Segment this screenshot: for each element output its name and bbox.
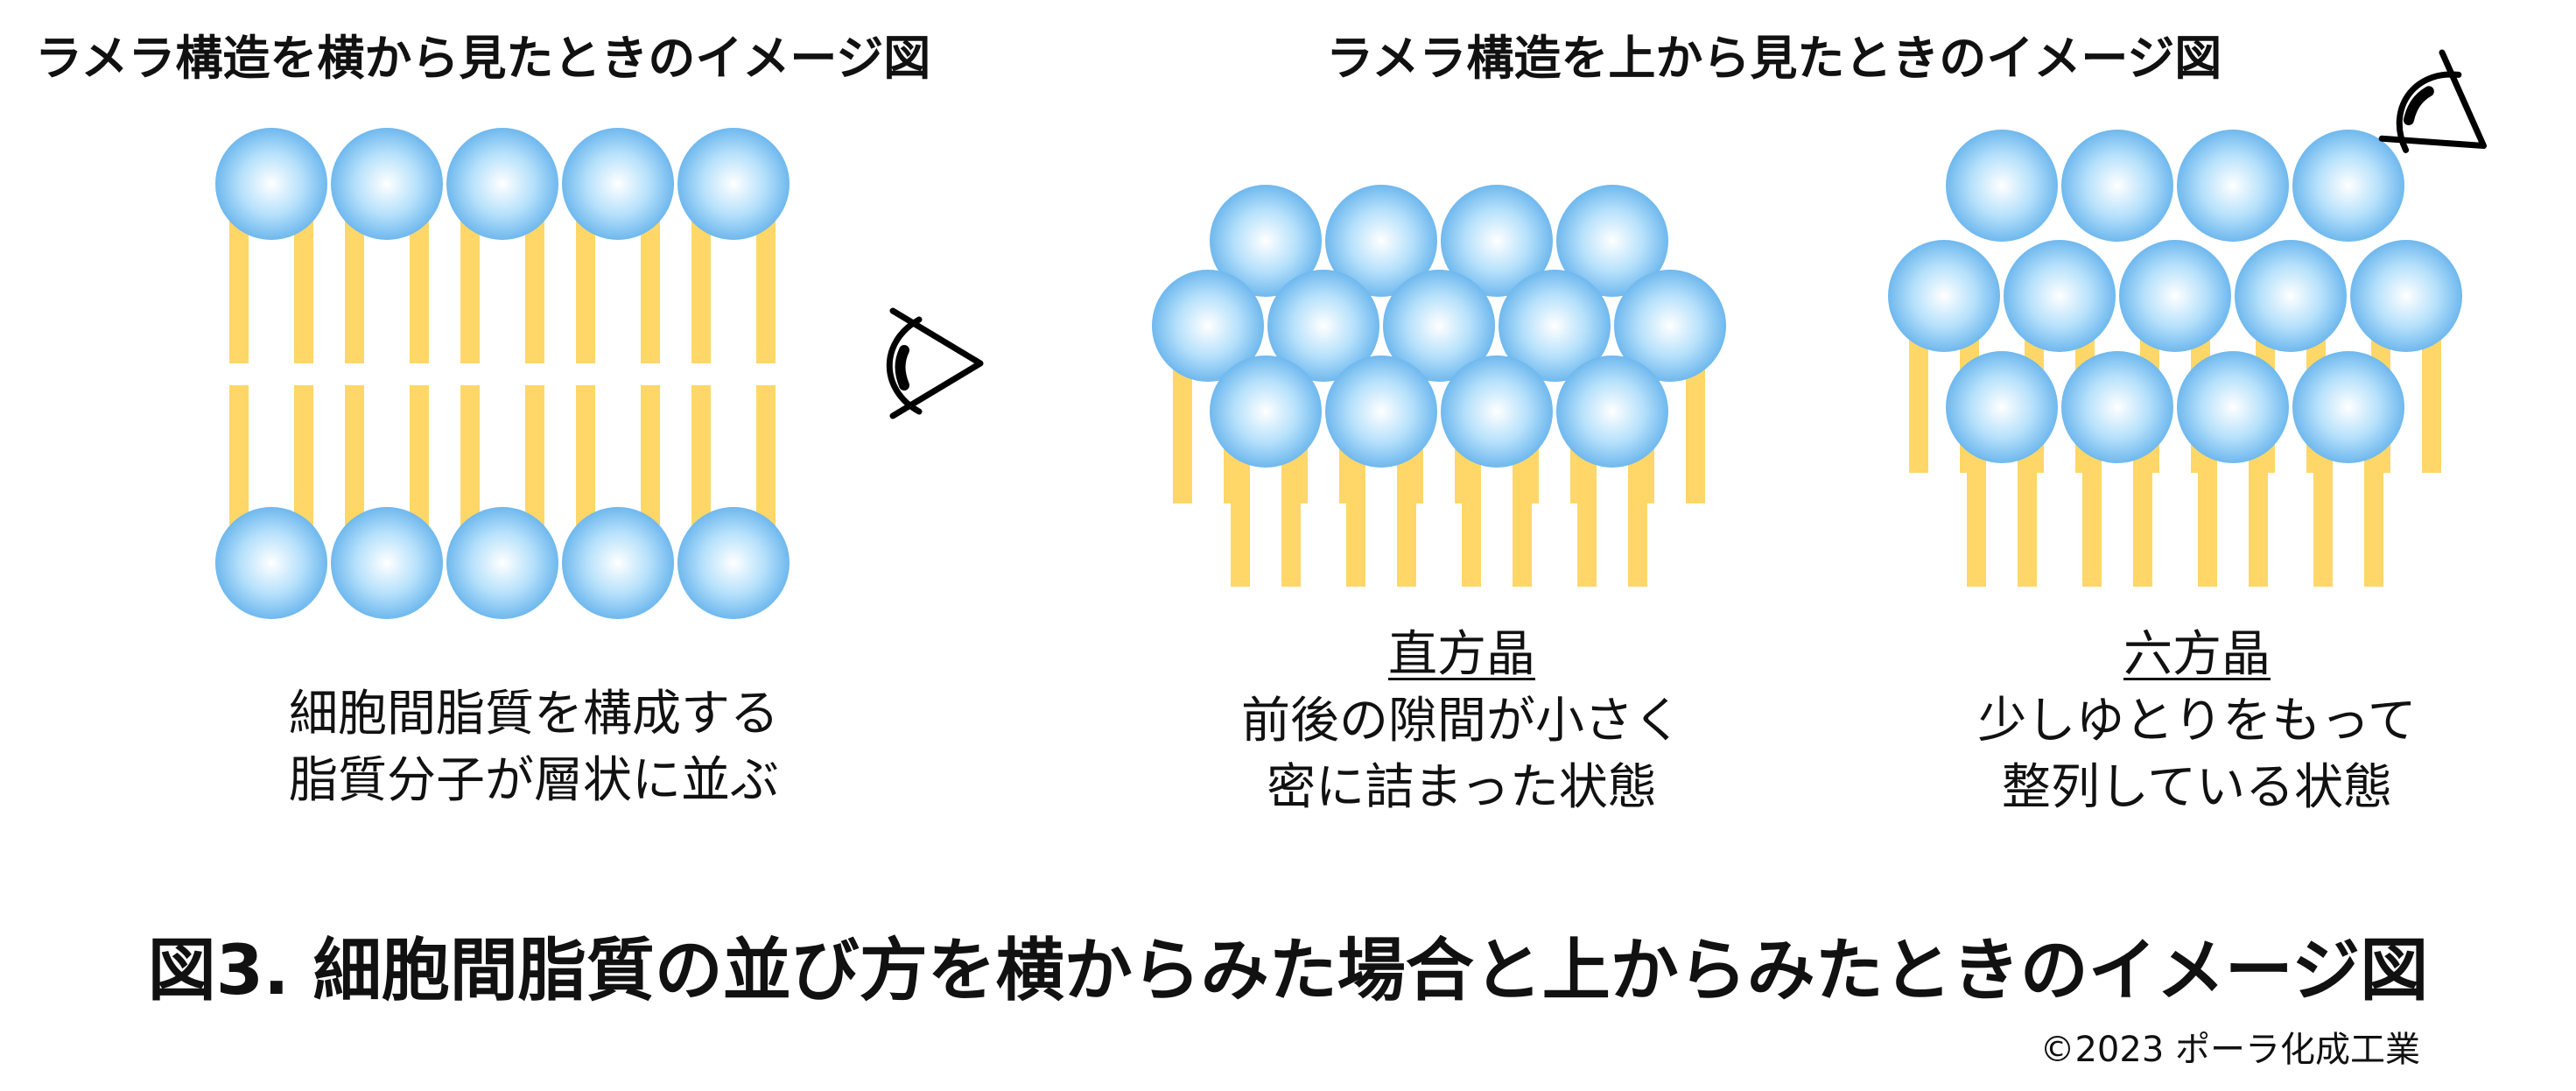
- lipid-tail: [641, 219, 660, 363]
- lipid-head: [2061, 130, 2173, 242]
- lipid-tail: [691, 219, 711, 363]
- side-view-description-line1: 細胞間脂質を構成する: [289, 686, 779, 743]
- lipid-head: [2235, 240, 2347, 352]
- lipid-head: [1210, 185, 1322, 297]
- side-view-lipid-bilayer: [215, 128, 790, 619]
- lipid-head: [1888, 240, 2000, 352]
- lipid-head: [1152, 270, 1264, 382]
- lipid-tail: [1909, 324, 1928, 473]
- lipid-tail: [1686, 359, 1705, 503]
- hexagonal-description: 六方晶 少しゆとりをもって 整列している状態: [1891, 622, 2503, 821]
- lipid-head: [1946, 130, 2058, 242]
- orthorhombic-description: 直方晶 前後の隙間が小さく 密に詰まった状態: [1155, 622, 1768, 821]
- lipid-head: [2177, 130, 2289, 242]
- side-view-description-line2: 脂質分子が層状に並ぶ: [289, 752, 779, 809]
- lipid-tail: [525, 385, 544, 530]
- lipid-head: [1210, 355, 1322, 468]
- lipid-tail: [525, 219, 544, 363]
- lipid-tail: [2082, 438, 2102, 587]
- lipid-tail: [2249, 438, 2268, 587]
- lipid-head: [677, 507, 790, 619]
- lipid-head: [215, 507, 327, 619]
- lipid-tail: [1346, 438, 1365, 587]
- lipid-tail: [2422, 324, 2441, 473]
- lipid-head: [1556, 355, 1668, 468]
- lipid-tail: [641, 385, 660, 530]
- lipid-tail: [2018, 438, 2037, 587]
- lipid-tail: [1577, 438, 1597, 587]
- lipid-tail: [1628, 438, 1647, 587]
- lipid-tail: [460, 219, 480, 363]
- lipid-tail: [410, 385, 429, 530]
- side-view-description: 細胞間脂質を構成する 脂質分子が層状に並ぶ: [201, 681, 867, 814]
- lipid-head: [1325, 355, 1437, 468]
- orthorhombic-line2: 密に詰まった状態: [1267, 759, 1657, 816]
- lipid-tail: [410, 219, 429, 363]
- lipid-head: [2119, 240, 2231, 352]
- lipid-head: [2350, 240, 2462, 352]
- lipid-head: [1383, 270, 1495, 382]
- lipid-head: [331, 507, 443, 619]
- lipid-tail: [1173, 359, 1192, 503]
- lipid-tail: [294, 385, 313, 530]
- lipid-head: [1441, 355, 1553, 468]
- hexagonal-line1: 少しゆとりをもって: [1977, 693, 2417, 750]
- lipid-tail: [229, 385, 249, 530]
- lipid-head: [446, 128, 558, 240]
- lipid-tail: [691, 385, 711, 530]
- lipid-head: [1441, 185, 1553, 297]
- lipid-head: [1267, 270, 1379, 382]
- lipid-head: [1556, 185, 1668, 297]
- lipid-head: [677, 128, 790, 240]
- eye-icon-side: [886, 307, 984, 419]
- copyright-notice: ©2023 ポーラ化成工業: [2039, 1030, 2420, 1070]
- lipid-tail: [576, 219, 595, 363]
- lipid-head: [215, 128, 327, 240]
- lipid-tail: [576, 385, 595, 530]
- lipid-tail: [756, 385, 776, 530]
- lipid-head: [2292, 130, 2404, 242]
- figure-caption: 図3. 細胞間脂質の並び方を横からみた場合と上からみたときのイメージ図: [147, 932, 2429, 1010]
- lipid-head: [446, 507, 558, 619]
- orthorhombic-label: 直方晶: [1388, 626, 1535, 683]
- orthorhombic-lipid-packing: [1152, 185, 1726, 587]
- lipid-tail: [2364, 438, 2383, 587]
- lipid-tail: [1967, 438, 1986, 587]
- top-view-heading: ラメラ構造を上から見たときのイメージ図: [1326, 31, 2222, 86]
- lipid-tail: [756, 219, 776, 363]
- lipid-tail: [1397, 438, 1416, 587]
- lipid-head: [331, 128, 443, 240]
- lipid-tail: [460, 385, 480, 530]
- lipid-tail: [345, 385, 364, 530]
- lipid-head: [1614, 270, 1726, 382]
- hexagonal-line2: 整列している状態: [2001, 759, 2393, 816]
- lipid-head: [1499, 270, 1611, 382]
- lipid-tail: [294, 219, 313, 363]
- side-view-heading: ラメラ構造を横から見たときのイメージ図: [35, 31, 931, 86]
- orthorhombic-line1: 前後の隙間が小さく: [1241, 693, 1682, 750]
- lipid-tail: [1513, 438, 1532, 587]
- lipid-tail: [229, 219, 249, 363]
- lipid-head: [2004, 240, 2116, 352]
- hexagonal-label: 六方晶: [2123, 626, 2271, 683]
- lipid-tail: [1231, 438, 1250, 587]
- lipid-tail: [2313, 438, 2333, 587]
- lipid-tail: [1462, 438, 1481, 587]
- lipid-head: [2061, 351, 2173, 463]
- lipid-tail: [345, 219, 364, 363]
- lipid-tail: [1281, 438, 1301, 587]
- lipid-tail: [2133, 438, 2152, 587]
- lipid-head: [2292, 351, 2404, 463]
- lipid-head: [2177, 351, 2289, 463]
- lipid-head: [562, 128, 674, 240]
- lipid-tail: [2198, 438, 2217, 587]
- hexagonal-lipid-packing: [1888, 130, 2462, 587]
- lipid-head: [562, 507, 674, 619]
- eye-icon-top: [2378, 49, 2488, 153]
- lipid-head: [1325, 185, 1437, 297]
- lipid-head: [1946, 351, 2058, 463]
